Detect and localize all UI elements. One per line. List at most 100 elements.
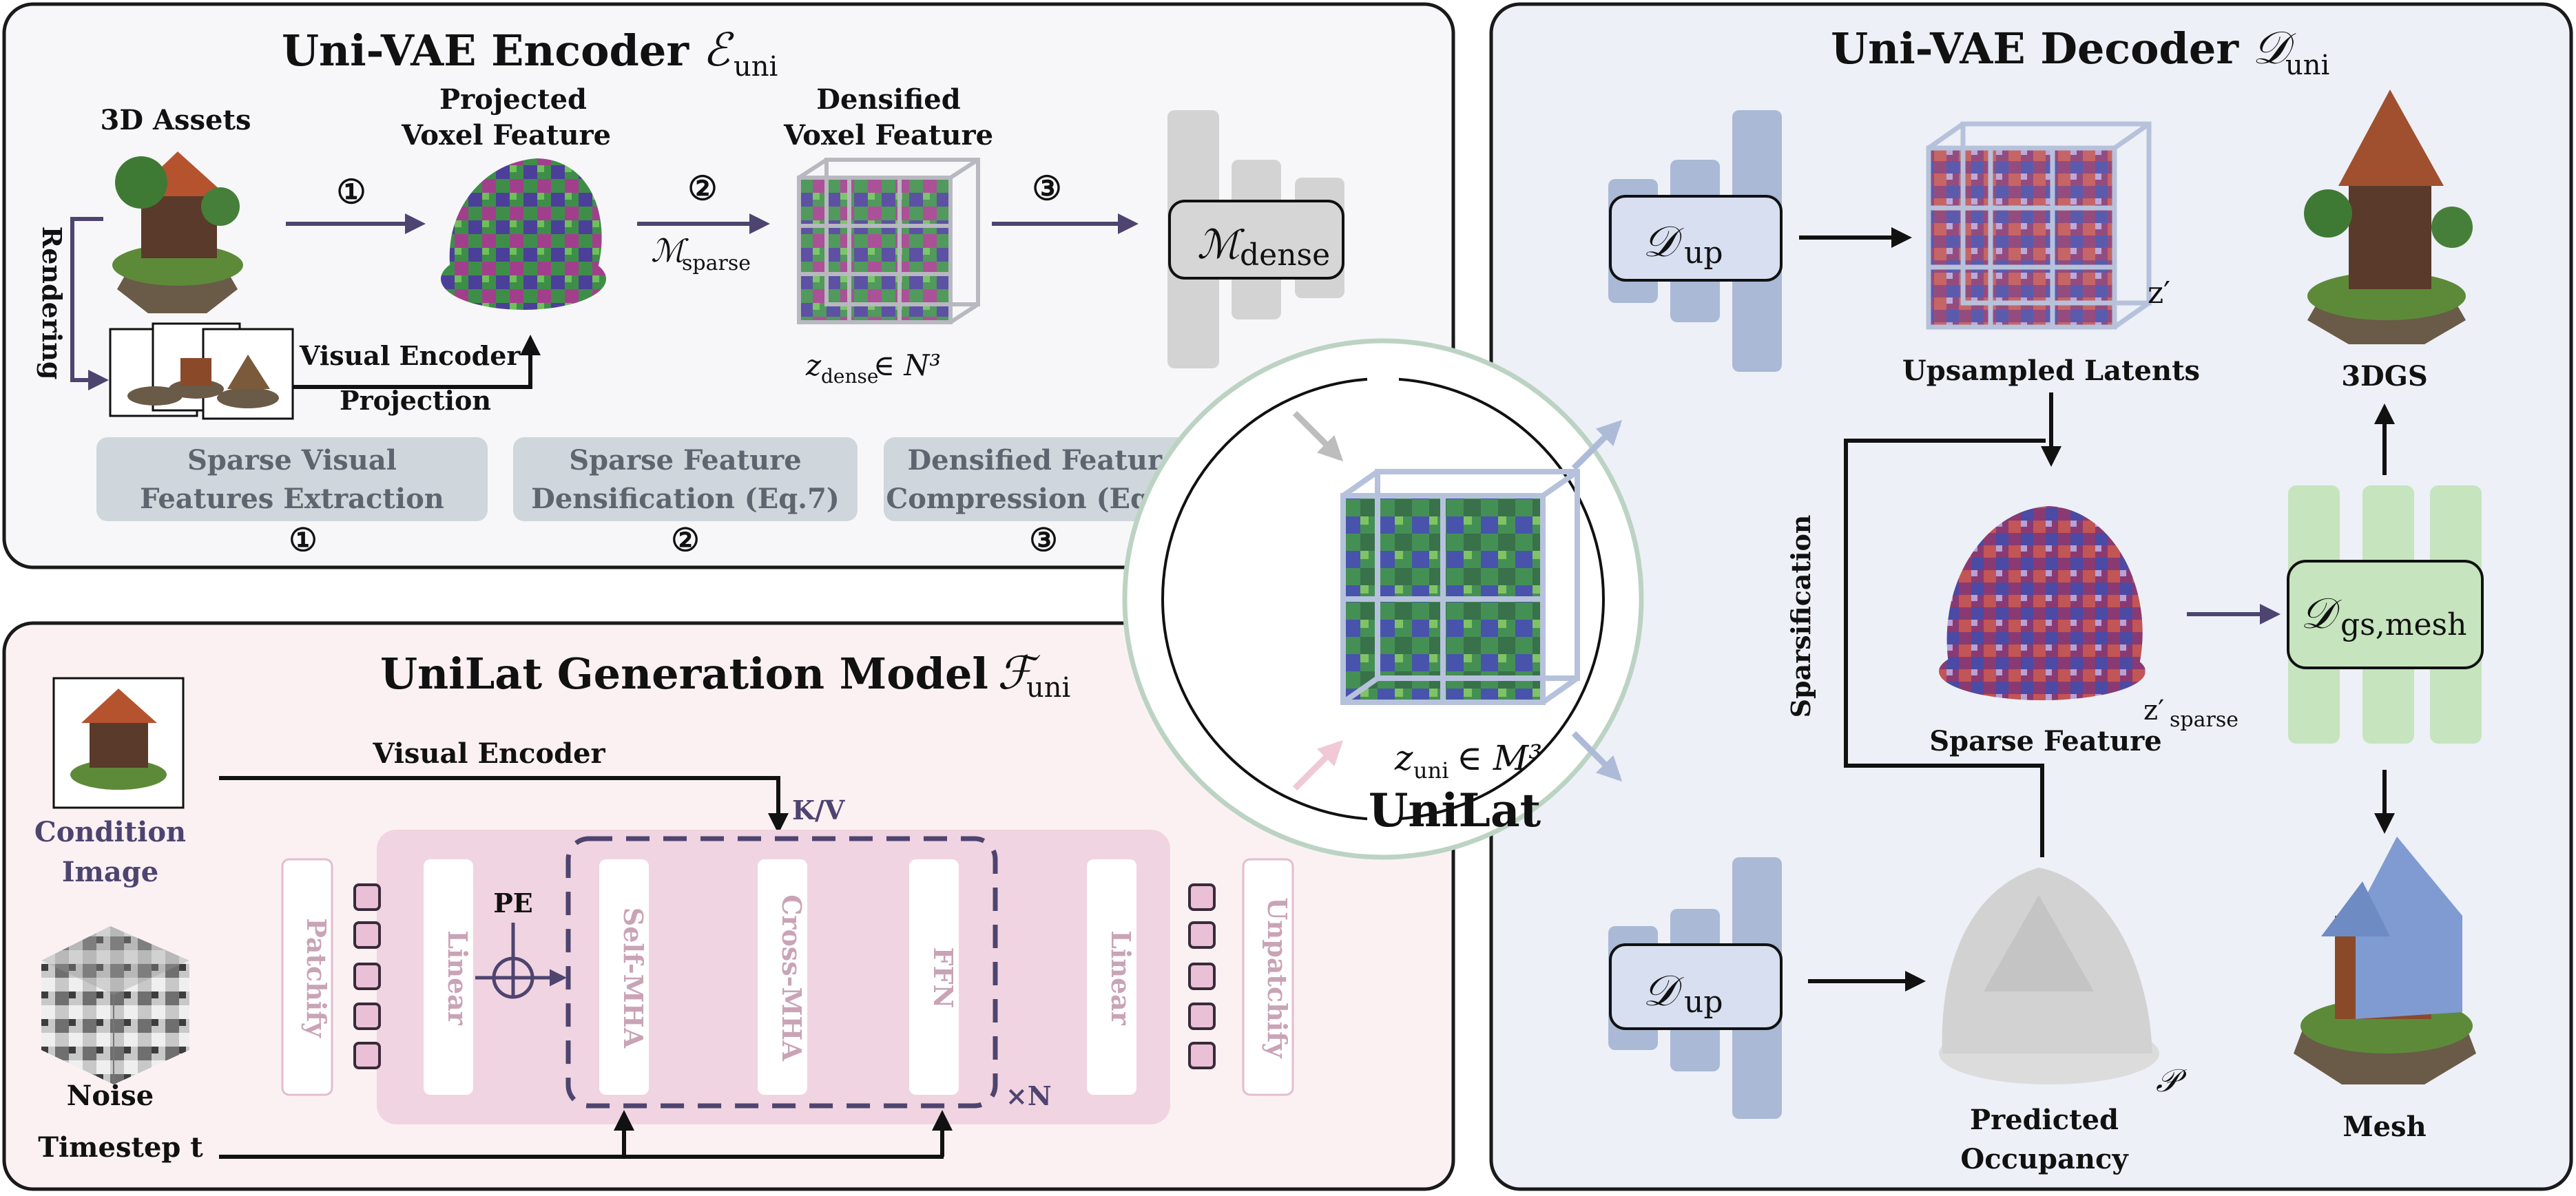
decoder-title-sub: uni	[2285, 50, 2329, 81]
encoder-title-symbol: ℰ	[703, 23, 734, 76]
decoder-title: Uni-VAE Decoder	[1831, 23, 2239, 74]
stage2-marker: ②	[671, 521, 699, 558]
stage1-line1: Sparse Visual	[187, 444, 397, 476]
unilat-center: z uni ∈ M³ UniLat	[1122, 338, 1644, 860]
projection-arrow	[293, 335, 541, 389]
ffn-block	[909, 859, 959, 1095]
condition-label-line2: Image	[62, 856, 158, 888]
upsampled-latents-cube	[1926, 121, 2152, 330]
generation-title: UniLat Generation Model	[380, 649, 988, 699]
decoder-panel: Uni-VAE Decoder 𝒟 uni 𝒟 up z′ Upsa	[1489, 2, 2573, 1191]
block-unpatchify: Unpatchify	[1262, 897, 1293, 1058]
z-sparse-label: z′	[2143, 695, 2164, 726]
assets-label: 3D Assets	[101, 104, 251, 136]
unilat-label: UniLat	[1369, 784, 1541, 837]
pe-label: PE	[493, 888, 533, 919]
stage-box-1: Sparse Visual Features Extraction ①	[96, 437, 488, 558]
visual-encoder-arrow	[219, 776, 789, 834]
block-self-mha: Self-MHA	[618, 908, 649, 1049]
block-patchify: Patchify	[301, 918, 332, 1038]
cross-mha-block	[758, 859, 807, 1095]
z-dense-symbol: z	[805, 348, 822, 382]
stage2-line1: Sparse Feature	[569, 444, 801, 476]
z-uni-rest: ∈ M³	[1457, 738, 1542, 778]
stage-box-2: Sparse Feature Densification (Eq.7) ②	[513, 437, 858, 558]
linear-block-1	[424, 859, 473, 1095]
rendering-label: Rendering	[37, 227, 67, 380]
noise-label: Noise	[67, 1080, 154, 1112]
stage1-marker: ①	[289, 521, 317, 558]
z-prime-label: z′	[2148, 275, 2170, 311]
tokens-in	[353, 883, 381, 1069]
unpatchify-block	[1242, 858, 1294, 1096]
block-ffn: FFN	[928, 947, 959, 1009]
block-linear-1: Linear	[442, 930, 473, 1026]
d-up-top-sub: up	[1684, 235, 1723, 271]
d-gs-mesh-sub: gs,mesh	[2340, 607, 2466, 642]
generation-panel: UniLat Generation Model ℱ uni Condition …	[2, 621, 1455, 1191]
densified-label-line1: Densified	[816, 83, 960, 116]
z-sparse-sub: sparse	[2170, 708, 2239, 732]
stage3-line1: Densified Feature	[907, 444, 1179, 476]
tokens-out	[1188, 883, 1216, 1069]
m-sparse-symbol: ℳ	[651, 232, 689, 269]
condition-label-line1: Condition	[34, 816, 186, 848]
stage-box-3: Densified Feature Compression (Eq. 8) ③	[884, 437, 1204, 558]
z-uni-symbol: z	[1394, 738, 1413, 778]
patchify-block	[281, 858, 333, 1096]
encoder-in-arrow	[1292, 410, 1344, 462]
m-sparse-sub: sparse	[682, 251, 751, 275]
stage2-line2: Densification (Eq.7)	[531, 483, 840, 515]
predicted-occupancy-image	[1939, 868, 2159, 1084]
linear-block-2	[1087, 859, 1136, 1095]
d-gs-mesh-block	[2287, 485, 2484, 744]
projection-label: Projection	[340, 385, 491, 416]
rendering-arrow	[70, 217, 109, 390]
encoder-panel: Uni-VAE Encoder ℰ uni 3D Assets Renderin…	[2, 2, 1455, 569]
block-linear-2: Linear	[1105, 930, 1136, 1026]
projected-label-line2: Voxel Feature	[401, 119, 611, 151]
upsampled-label: Upsampled Latents	[1902, 355, 2200, 387]
rendered-views	[109, 322, 294, 420]
gen-visual-encoder-label: Visual Encoder	[372, 737, 605, 770]
d-up-bottom-sub: up	[1684, 985, 1723, 1020]
z-dense-sub: dense	[821, 365, 878, 388]
block-cross-mha: Cross-MHA	[776, 894, 807, 1061]
m-dense-sub: dense	[1240, 238, 1330, 273]
step1-marker: ①	[336, 173, 366, 211]
sparse-feature-image	[1939, 506, 2146, 700]
d-up-top-block	[1608, 110, 1783, 372]
m-dense-symbol: ℳ	[1197, 221, 1245, 268]
z-uni-sub: uni	[1413, 757, 1448, 784]
encoder-title: Uni-VAE Encoder	[282, 25, 689, 76]
predicted-label-line1: Predicted	[1970, 1104, 2119, 1136]
encoder-title-sub: uni	[734, 51, 778, 83]
kv-label: K/V	[792, 795, 846, 826]
condition-image	[52, 677, 185, 809]
unilat-cube	[1340, 469, 1580, 705]
repeat-region	[565, 836, 998, 1109]
mesh-label: Mesh	[2343, 1111, 2426, 1143]
densified-voxel-cube	[797, 158, 980, 324]
stage3-marker: ③	[1029, 521, 1057, 558]
mesh-island-image	[2294, 837, 2476, 1084]
asset-island-image	[112, 151, 243, 313]
repeat-label: ×N	[1006, 1080, 1052, 1111]
predicted-label-line2: Occupancy	[1960, 1143, 2129, 1175]
d-up-bottom-block	[1608, 857, 1783, 1119]
self-mha-block	[599, 859, 649, 1095]
decoder-out-arrow-top	[1571, 419, 1623, 471]
projected-voxel-image	[441, 158, 606, 310]
stage1-line2: Features Extraction	[140, 483, 444, 515]
sparse-feature-label: Sparse Feature	[1929, 725, 2161, 757]
m-dense-block	[1167, 110, 1344, 368]
step3-marker: ③	[1032, 169, 1061, 208]
step2-marker: ②	[687, 169, 717, 208]
gs-island-image	[2304, 90, 2473, 344]
z-dense-rest: ∈ N³	[873, 348, 941, 382]
projected-label-line1: Projected	[439, 83, 587, 116]
generation-title-sub: uni	[1026, 672, 1070, 704]
visual-encoder-label: Visual Encoder	[299, 340, 521, 371]
add-icon	[492, 956, 534, 999]
